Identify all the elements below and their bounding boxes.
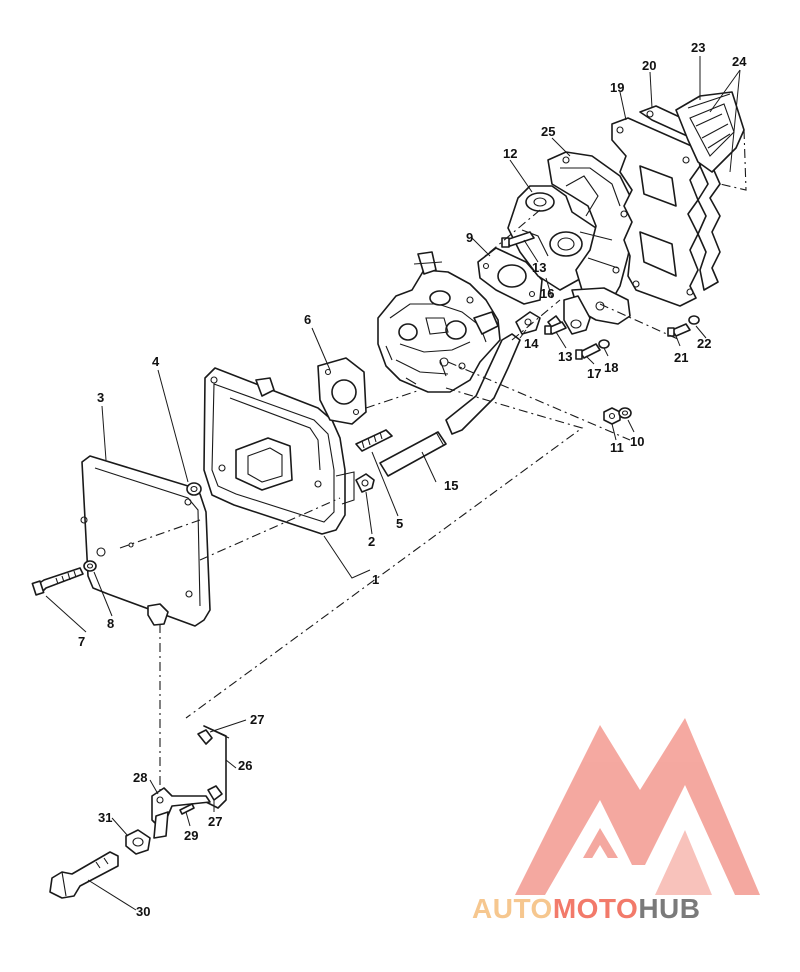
callout-4: 4 [152, 354, 160, 369]
choke-rod-26-icon [201, 725, 230, 809]
washer-8-icon [83, 560, 97, 572]
callout-15: 15 [444, 478, 458, 493]
automotohub-watermark: AUTOMOTOHUB [472, 893, 700, 924]
bolt-17-icon [575, 343, 601, 360]
callout-labels: 1 2 3 4 5 6 7 8 9 10 11 12 13 13 14 15 1… [78, 40, 747, 919]
spring-31-icon [125, 829, 151, 855]
bolt-21-icon [667, 323, 691, 337]
callout-28: 28 [133, 770, 147, 785]
choke-knob-30-icon [49, 851, 119, 899]
throttle-link-icon [563, 295, 591, 335]
watermark-moto: MOTO [553, 893, 638, 924]
clip-27-upper-icon [197, 729, 213, 745]
callout-1-bracket [323, 535, 371, 579]
washer-10-icon [618, 407, 632, 419]
bolt-7-icon [31, 567, 84, 596]
callout-24: 24 [732, 54, 747, 69]
reed-valve-23-icon [675, 91, 745, 173]
gasket-9-icon [477, 247, 543, 305]
callout-8: 8 [107, 616, 114, 631]
leader-lines [45, 56, 741, 911]
watermark-auto: AUTO [472, 893, 553, 924]
callout-11: 11 [610, 440, 624, 455]
nut-11-icon [603, 407, 621, 425]
fitting-2-icon [355, 473, 375, 493]
callout-1: 1 [372, 572, 379, 587]
callout-22: 22 [697, 336, 711, 351]
grommet-4-icon [186, 482, 202, 496]
phantom-lines [119, 129, 747, 790]
watermark-hub: HUB [638, 893, 700, 924]
gasket-6-icon [317, 357, 367, 425]
callout-17: 17 [587, 366, 601, 381]
callout-21: 21 [674, 350, 688, 365]
callout-16: 16 [540, 286, 554, 301]
hose-15-icon [379, 333, 521, 477]
pin-29-icon [179, 803, 195, 815]
callout-12: 12 [503, 146, 517, 161]
callout-20: 20 [642, 58, 656, 73]
callout-29: 29 [184, 828, 198, 843]
callout-18: 18 [604, 360, 618, 375]
callout-3: 3 [97, 390, 104, 405]
callout-13-upper: 13 [532, 260, 546, 275]
callout-13-lower: 13 [558, 349, 572, 364]
clip-27-lower-icon [207, 785, 223, 801]
screw-13-upper-icon [501, 231, 535, 248]
callout-9: 9 [466, 230, 473, 245]
callout-7: 7 [78, 634, 85, 649]
callout-30: 30 [136, 904, 150, 919]
gasket-19-icon [611, 117, 701, 307]
cover-3-icon [80, 455, 211, 627]
callout-10: 10 [630, 434, 644, 449]
callout-19: 19 [610, 80, 624, 95]
stud-5-icon [355, 429, 393, 452]
callout-23: 23 [691, 40, 705, 55]
intake-manifold-12-icon [507, 151, 635, 325]
callout-25: 25 [541, 124, 555, 139]
callout-5: 5 [396, 516, 403, 531]
screw-13-lower-icon [544, 321, 567, 335]
automotohub-logo-icon [515, 718, 760, 895]
washer-22-icon [688, 315, 700, 325]
callout-27-lower: 27 [208, 814, 222, 829]
callout-14: 14 [524, 336, 539, 351]
callout-27-upper: 27 [250, 712, 264, 727]
carburetor-icon [377, 251, 501, 393]
callout-6: 6 [304, 312, 311, 327]
callout-2: 2 [368, 534, 375, 549]
svg-text:AUTOMOTOHUB: AUTOMOTOHUB [472, 893, 700, 924]
silencer-1-icon [203, 367, 355, 535]
callout-26: 26 [238, 758, 252, 773]
fitting-14-icon [515, 311, 541, 335]
callout-31: 31 [98, 810, 112, 825]
washer-18-icon [598, 339, 610, 349]
